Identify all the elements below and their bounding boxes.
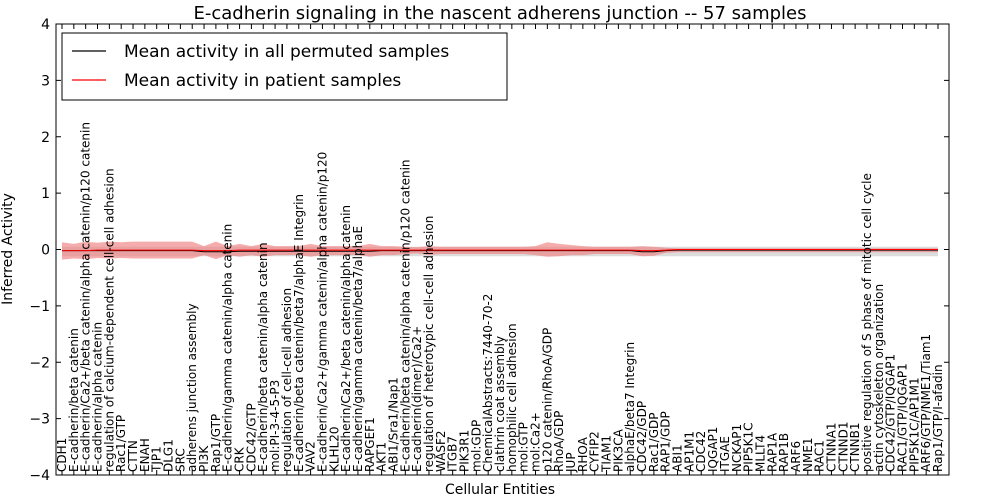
- x-category-label: E-cadherin/beta catenin/alpha catenin: [256, 242, 270, 472]
- x-category-label: KLHL20: [327, 426, 341, 472]
- x-category-label: Rac1/GDP: [647, 413, 661, 472]
- x-category-label: Rac1/GTP: [114, 415, 128, 472]
- x-category-label: p120 catenin/RhoA/GDP: [540, 328, 554, 472]
- x-category-label: regulation of calcium-dependent cell-cel…: [102, 168, 116, 472]
- x-category-label: adherens junction assembly: [185, 303, 199, 472]
- x-category-label: CTNNA1: [825, 422, 839, 472]
- x-category-label: ABI1: [671, 444, 685, 472]
- legend-label-permuted: Mean activity in all permuted samples: [124, 42, 449, 62]
- line-layer: [62, 249, 938, 253]
- x-category-label: mol:GTP: [517, 422, 531, 472]
- x-category-label: mol:PI-3-4-5-P3: [268, 380, 282, 472]
- x-category-label: NME1: [801, 437, 815, 472]
- x-category-label: CDH1: [55, 438, 69, 472]
- x-category-label: ChemicalAbstracts:7440-70-2: [481, 294, 495, 472]
- x-category-label: ENAH: [138, 438, 152, 472]
- x-category-label: RAP1/GDP: [659, 411, 673, 472]
- y-tick-label: −4: [29, 468, 50, 484]
- x-category-label: mol:Ca2+: [529, 412, 543, 472]
- x-category-label: positive regulation of S phase of mitoti…: [860, 173, 874, 472]
- x-category-label: E-cadherin/alpha catenin: [91, 322, 105, 472]
- x-category-label: ARF6/GTP/NME1/Tiam1: [919, 334, 933, 472]
- y-tick-label: −1: [29, 299, 50, 315]
- x-category-label: E-cadherin/Ca2+/beta catenin/alpha caten…: [79, 122, 93, 472]
- x-category-label: regulation of heterotypic cell-cell adhe…: [422, 216, 436, 472]
- x-category-label: CDC42/GTP/IQGAP1: [884, 354, 898, 472]
- x-category-label: ABI1/Sra1/Nap1: [387, 377, 401, 472]
- x-category-label: RhoA/GDP: [552, 411, 566, 472]
- y-tick-label: −3: [29, 412, 50, 428]
- x-category-label: DLG1: [162, 439, 176, 472]
- y-tick-label: 2: [41, 130, 50, 146]
- x-category-label: CTTN: [126, 440, 140, 472]
- x-category-label: VAV2: [304, 441, 318, 472]
- x-category-label: RAC1: [813, 440, 827, 472]
- x-category-label: CTNNB1: [848, 422, 862, 472]
- chart-title: E-cadherin signaling in the nascent adhe…: [193, 3, 806, 24]
- x-category-label: AKT1: [375, 442, 389, 472]
- x-category-label: E-cadherin/beta catenin/alpha catenin/p1…: [398, 159, 412, 472]
- x-category-label: CRK: [233, 446, 247, 472]
- x-category-label: WASF2: [434, 430, 448, 472]
- x-category-label: CTNND1: [836, 421, 850, 472]
- x-category-label: AP1M1: [682, 431, 696, 472]
- y-tick-label: 1: [41, 186, 50, 202]
- x-category-label: NCKAP1: [730, 424, 744, 472]
- legend-box: [61, 32, 508, 101]
- y-tick-label: 0: [41, 243, 50, 259]
- x-category-label: ARF6: [789, 441, 803, 472]
- x-category-label: CDC42/GTP: [244, 403, 258, 472]
- x-axis-label: Cellular Entities: [445, 482, 555, 498]
- x-category-label: homophilic cell adhesion: [505, 323, 519, 472]
- x-category-label: E-cadherin/beta catenin: [67, 328, 81, 472]
- x-category-label: TJP1: [150, 446, 164, 473]
- x-category-label: CYFIP2: [588, 431, 602, 472]
- x-category-label: RAPGEF1: [363, 417, 377, 472]
- y-tick-label: −2: [29, 355, 50, 371]
- x-category-label: CDC42/GDP: [635, 401, 649, 472]
- x-category-label: PIP5K1C: [742, 422, 756, 472]
- x-category-label: E-cadherin/gamma catenin/beta7/alphaE: [351, 226, 365, 472]
- legend: Mean activity in all permuted samples Me…: [61, 32, 508, 101]
- x-category-label: E-cadherin/Ca2+/gamma catenin/alpha cate…: [315, 152, 329, 472]
- x-category-label: PIK3R1: [458, 430, 472, 472]
- x-category-label: TIAM1: [600, 435, 614, 473]
- x-category-label: ITGB7: [446, 436, 460, 472]
- x-category-label: E-cadherin(dimer)/Ca2+: [410, 326, 424, 472]
- x-category-label: SRC: [173, 448, 187, 472]
- x-category-label: RAP1B: [777, 433, 791, 472]
- x-category-label: mol:GDP: [469, 420, 483, 472]
- x-category-label: JUP: [564, 452, 578, 473]
- x-category-label: clathrin coat assembly: [493, 336, 507, 472]
- x-category-label: regulation of cell-cell adhesion: [280, 288, 294, 472]
- x-category-label: Rap1/GTP: [209, 414, 223, 472]
- x-category-label: E-cadherin/gamma catenin/alpha catenin: [221, 224, 235, 472]
- y-tick-label: 3: [41, 73, 50, 89]
- series-line-1: [62, 249, 938, 252]
- x-category-label: MLLT4: [753, 435, 767, 472]
- x-category-label: Rap1/GTP/I-afadin: [931, 364, 945, 472]
- x-category-label: RAP1A: [765, 432, 779, 472]
- x-category-label: IQGAP1: [706, 427, 720, 472]
- x-category-label: RAC1/GTP/IQGAP1: [896, 363, 910, 472]
- y-axis-label: Inferred Activity: [0, 193, 16, 305]
- x-category-label: RHOA: [576, 436, 590, 472]
- x-category-label: ITGAE: [718, 436, 732, 472]
- x-category-label: E-cadherin/beta catenin/beta7/alphaE Int…: [292, 194, 306, 472]
- x-category-label: alphaE/beta7 Integrin: [623, 342, 637, 472]
- y-axis-ticks: −4 −3 −2 −1 0 1 2 3 4: [29, 17, 949, 484]
- x-category-label: actin cytoskeleton organization: [872, 284, 886, 472]
- x-category-label: CDC42: [694, 431, 708, 472]
- legend-label-patient: Mean activity in patient samples: [124, 71, 401, 91]
- x-category-label: E-cadherin/Ca2+/beta catenin/alpha caten…: [339, 205, 353, 472]
- x-category-label: PI3K: [197, 445, 211, 472]
- x-axis-ticks: [61, 24, 939, 475]
- x-category-label: PIK3CA: [611, 428, 625, 472]
- y-tick-label: 4: [41, 17, 50, 33]
- x-category-label: PIP5K1C/AP1M1: [907, 377, 921, 472]
